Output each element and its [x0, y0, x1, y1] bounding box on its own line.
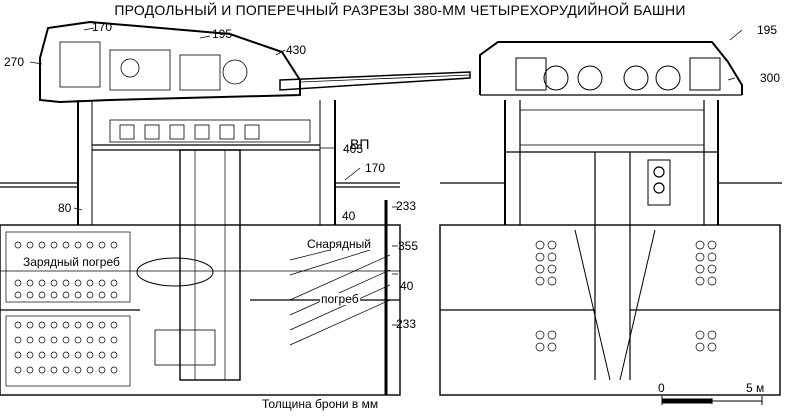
- charge-magazine-racks: [5, 231, 131, 387]
- armor-label-195-roof: 195: [212, 27, 233, 41]
- scale-bar: [661, 396, 763, 405]
- gun-barrel-long: [279, 71, 471, 91]
- longitudinal-section: [0, 20, 471, 396]
- armor-label-195-cross: 195: [757, 23, 778, 37]
- cross-section: [439, 29, 782, 396]
- charge-magazine-label: Зарядный погреб: [22, 255, 121, 269]
- armor-label-40-lower: 40: [400, 279, 414, 293]
- armor-label-233-upper: 233: [396, 199, 417, 213]
- shell-room-label-2: погреб: [320, 292, 360, 306]
- shell-room-hatching: [289, 244, 391, 346]
- barbette-long: [77, 100, 336, 225]
- armor-label-233-lower: 233: [396, 317, 417, 331]
- armor-label-80: 80: [58, 201, 72, 215]
- armor-label-355: 355: [398, 239, 419, 253]
- gunhouse-outline-long: [39, 20, 301, 104]
- gunhouse-outline-cross: [479, 41, 743, 95]
- armor-label-430: 430: [286, 43, 307, 57]
- scale-label-zero: 0: [658, 381, 665, 395]
- armor-label-40-upper: 40: [342, 209, 356, 223]
- waterline-label: ВП: [350, 136, 370, 152]
- armor-label-405-text: 405: [343, 142, 364, 156]
- armor-label-300: 300: [760, 71, 781, 85]
- armor-label-270: 270: [4, 55, 25, 69]
- shell-room-label-1: Снарядный: [306, 237, 372, 251]
- scale-label-five: 5 м: [746, 381, 765, 395]
- armor-label-170-deck: 170: [365, 161, 386, 175]
- diagram-title: ПРОДОЛЬНЫЙ И ПОПЕРЕЧНЫЙ РАЗРЕЗЫ 380-ММ Ч…: [114, 2, 686, 18]
- caption-armor-thickness: Толщина брони в мм: [262, 397, 379, 411]
- armor-label-170-top: 170: [92, 20, 113, 34]
